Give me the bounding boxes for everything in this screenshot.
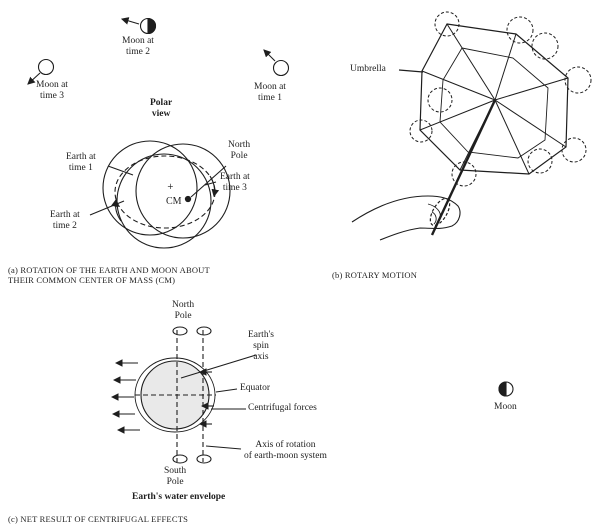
- moon-time2-icon: [122, 19, 156, 34]
- label-earth-time2: Earth at time 2: [50, 210, 80, 232]
- label-north-pole-a: North Pole: [228, 140, 250, 162]
- moon-time1-icon: [264, 50, 289, 76]
- caption-c: (c) NET RESULT OF CENTRIFUGAL EFFECTS: [8, 514, 188, 524]
- moon-c-icon: [499, 382, 513, 396]
- label-moon-time3: Moon at time 3: [36, 80, 68, 102]
- label-equator: Equator: [240, 383, 270, 394]
- north-pole-dot: [185, 196, 190, 201]
- panel-b-graphic: [352, 12, 591, 240]
- label-polar-view: Polar view: [150, 98, 172, 120]
- label-north-pole-c: North Pole: [172, 300, 194, 322]
- label-umbrella: Umbrella: [350, 64, 386, 75]
- cm-plus: +: [167, 182, 174, 191]
- label-moon-c: Moon: [494, 402, 517, 413]
- label-moon-time2: Moon at time 2: [122, 36, 154, 58]
- label-south-pole: South Pole: [164, 466, 186, 488]
- rotation-path: [115, 156, 215, 228]
- caption-a: (a) ROTATION OF THE EARTH AND MOON ABOUT…: [8, 265, 210, 285]
- earth-time1-circle: [103, 141, 197, 235]
- label-spin-axis: Earth's spin axis: [248, 330, 274, 363]
- label-cm: CM: [166, 196, 182, 207]
- label-earth-time1: Earth at time 1: [66, 152, 96, 174]
- label-earth-time3: Earth at time 3: [220, 172, 250, 194]
- label-moon-time1: Moon at time 1: [254, 82, 286, 104]
- caption-b: (b) ROTARY MOTION: [332, 270, 417, 280]
- label-axis-rotation: Axis of rotation of earth-moon system: [244, 440, 327, 462]
- umbrella-shaft: [432, 100, 495, 235]
- label-centrifugal-forces: Centrifugal forces: [248, 403, 317, 414]
- label-water-envelope: Earth's water envelope: [132, 492, 225, 503]
